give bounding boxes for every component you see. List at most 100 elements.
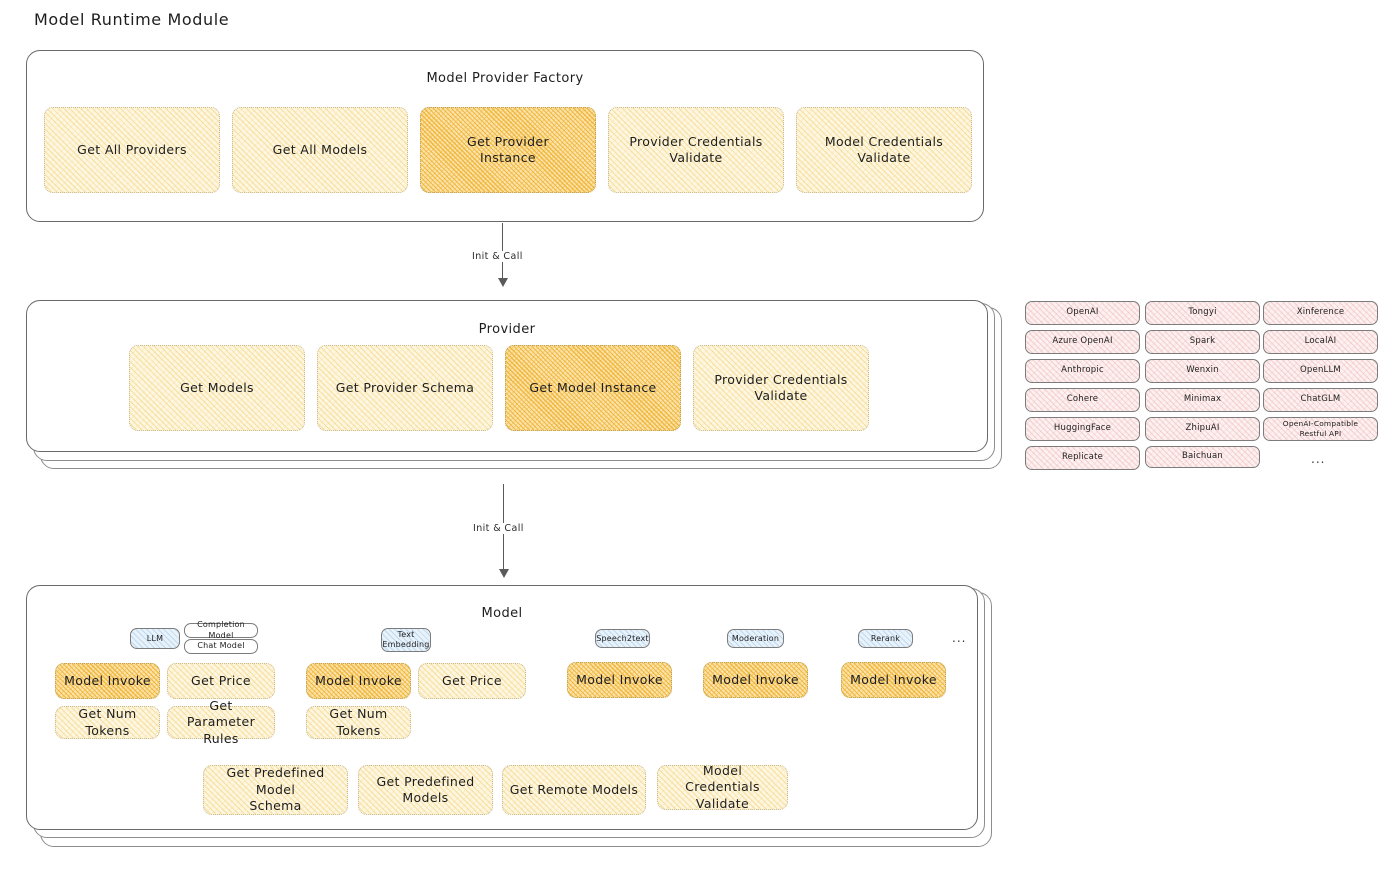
model-embedding-method-get-num-tokens[interactable]: Get Num Tokens [306, 706, 411, 739]
provider-chip-chatglm[interactable]: ChatGLM [1263, 388, 1378, 412]
arrow-provider-to-model-head [499, 569, 509, 578]
model-provider-factory-title: Model Provider Factory [426, 71, 584, 86]
provider-node-get-provider-schema[interactable]: Get Provider Schema [317, 345, 493, 431]
provider-chip-zhipuai[interactable]: ZhipuAI [1145, 417, 1260, 441]
node-label: Model Invoke [576, 671, 663, 687]
chip-label: Spark [1189, 336, 1216, 347]
model-title: Model [481, 606, 523, 621]
chip-label: Anthropic [1061, 365, 1104, 376]
chip-label: LocalAI [1304, 336, 1337, 347]
tag-label: Speech2text [596, 633, 649, 643]
provider-chip-xinference[interactable]: Xinference [1263, 301, 1378, 325]
provider-chip-openai-compatible-restful-api[interactable]: OpenAI-Compatible Restful API [1263, 417, 1378, 441]
model-shared-get-remote-models[interactable]: Get Remote Models [502, 765, 646, 815]
provider-chip-tongyi[interactable]: Tongyi [1145, 301, 1260, 325]
arrow-factory-to-provider-head [498, 278, 508, 287]
provider-chip-spark[interactable]: Spark [1145, 330, 1260, 354]
node-label: Get Models [180, 379, 254, 395]
provider-chip-minimax[interactable]: Minimax [1145, 388, 1260, 412]
arrow-provider-to-model-label: Init & Call [469, 523, 528, 534]
model-type-tag-llm[interactable]: LLM [130, 628, 180, 649]
provider-chip-azure-openai[interactable]: Azure OpenAI [1025, 330, 1140, 354]
node-label: Get Price [442, 672, 502, 688]
node-label: Get Price [191, 672, 251, 688]
model-llm-method-model-invoke[interactable]: Model Invoke [55, 663, 160, 699]
tag-label: Moderation [731, 633, 780, 643]
factory-node-get-all-providers[interactable]: Get All Providers [44, 107, 220, 193]
chip-label: Azure OpenAI [1052, 336, 1113, 347]
chip-label: Cohere [1066, 394, 1099, 405]
chip-label: Replicate [1061, 452, 1104, 463]
chip-label: OpenLLM [1300, 365, 1341, 376]
model-type-tag-speech2text[interactable]: Speech2text [595, 629, 650, 648]
chip-label: Xinference [1296, 307, 1345, 318]
chip-label: OpenAI [1066, 307, 1099, 318]
provider-title: Provider [478, 322, 536, 337]
node-label: Get Provider Schema [335, 379, 475, 395]
provider-chip-anthropic[interactable]: Anthropic [1025, 359, 1140, 383]
provider-chip-cohere[interactable]: Cohere [1025, 388, 1140, 412]
node-label: Model Invoke [64, 672, 151, 688]
model-type-tag-moderation[interactable]: Moderation [727, 629, 784, 648]
factory-node-get-all-models[interactable]: Get All Models [232, 107, 408, 193]
provider-list-more-ellipsis: ... [1311, 452, 1326, 466]
chip-label: HuggingFace [1053, 423, 1112, 434]
provider-chip-openllm[interactable]: OpenLLM [1263, 359, 1378, 383]
model-speech2text-method-model-invoke[interactable]: Model Invoke [567, 662, 672, 698]
model-types-more-ellipsis: ... [952, 631, 967, 645]
node-label: Get Remote Models [509, 781, 639, 797]
page-title: Model Runtime Module [34, 10, 230, 29]
arrow-factory-to-provider-label: Init & Call [468, 251, 527, 262]
provider-node-get-models[interactable]: Get Models [129, 345, 305, 431]
node-label: Get All Models [272, 141, 368, 157]
model-type-tag-rerank[interactable]: Rerank [858, 629, 913, 648]
node-label: Get All Providers [77, 141, 187, 157]
subtag-label: Completion Model [197, 619, 245, 640]
model-embedding-method-get-price[interactable]: Get Price [418, 663, 526, 699]
provider-chip-localai[interactable]: LocalAI [1263, 330, 1378, 354]
provider-chip-huggingface[interactable]: HuggingFace [1025, 417, 1140, 441]
tag-label: LLM [146, 633, 164, 643]
chip-label: Wenxin [1186, 365, 1219, 376]
provider-chip-wenxin[interactable]: Wenxin [1145, 359, 1260, 383]
chip-label: Minimax [1183, 394, 1222, 405]
provider-chip-openai[interactable]: OpenAI [1025, 301, 1140, 325]
model-llm-method-get-num-tokens[interactable]: Get Num Tokens [55, 706, 160, 739]
model-subtag-completion-model[interactable]: Completion Model [184, 619, 258, 640]
model-llm-method-get-price[interactable]: Get Price [167, 663, 275, 699]
model-embedding-method-model-invoke[interactable]: Model Invoke [306, 663, 411, 699]
node-label: Get Model Instance [529, 379, 657, 395]
node-label: Model Invoke [315, 672, 402, 688]
model-subtag-chat-model[interactable]: Chat Model [184, 639, 258, 654]
provider-chip-replicate[interactable]: Replicate [1025, 446, 1140, 470]
provider-node-get-model-instance[interactable]: Get Model Instance [505, 345, 681, 431]
subtag-label: Chat Model [197, 641, 245, 651]
node-label: Get Num Tokens [78, 706, 137, 738]
chip-label: Baichuan [1181, 451, 1224, 462]
node-label: Get Num Tokens [329, 706, 388, 738]
model-rerank-method-model-invoke[interactable]: Model Invoke [841, 662, 946, 698]
chip-label: Tongyi [1188, 307, 1217, 318]
node-label: Model Invoke [712, 671, 799, 687]
tag-label: Rerank [870, 633, 901, 643]
chip-label: ZhipuAI [1185, 423, 1220, 434]
model-moderation-method-model-invoke[interactable]: Model Invoke [703, 662, 808, 698]
provider-chip-baichuan[interactable]: Baichuan [1145, 446, 1260, 468]
